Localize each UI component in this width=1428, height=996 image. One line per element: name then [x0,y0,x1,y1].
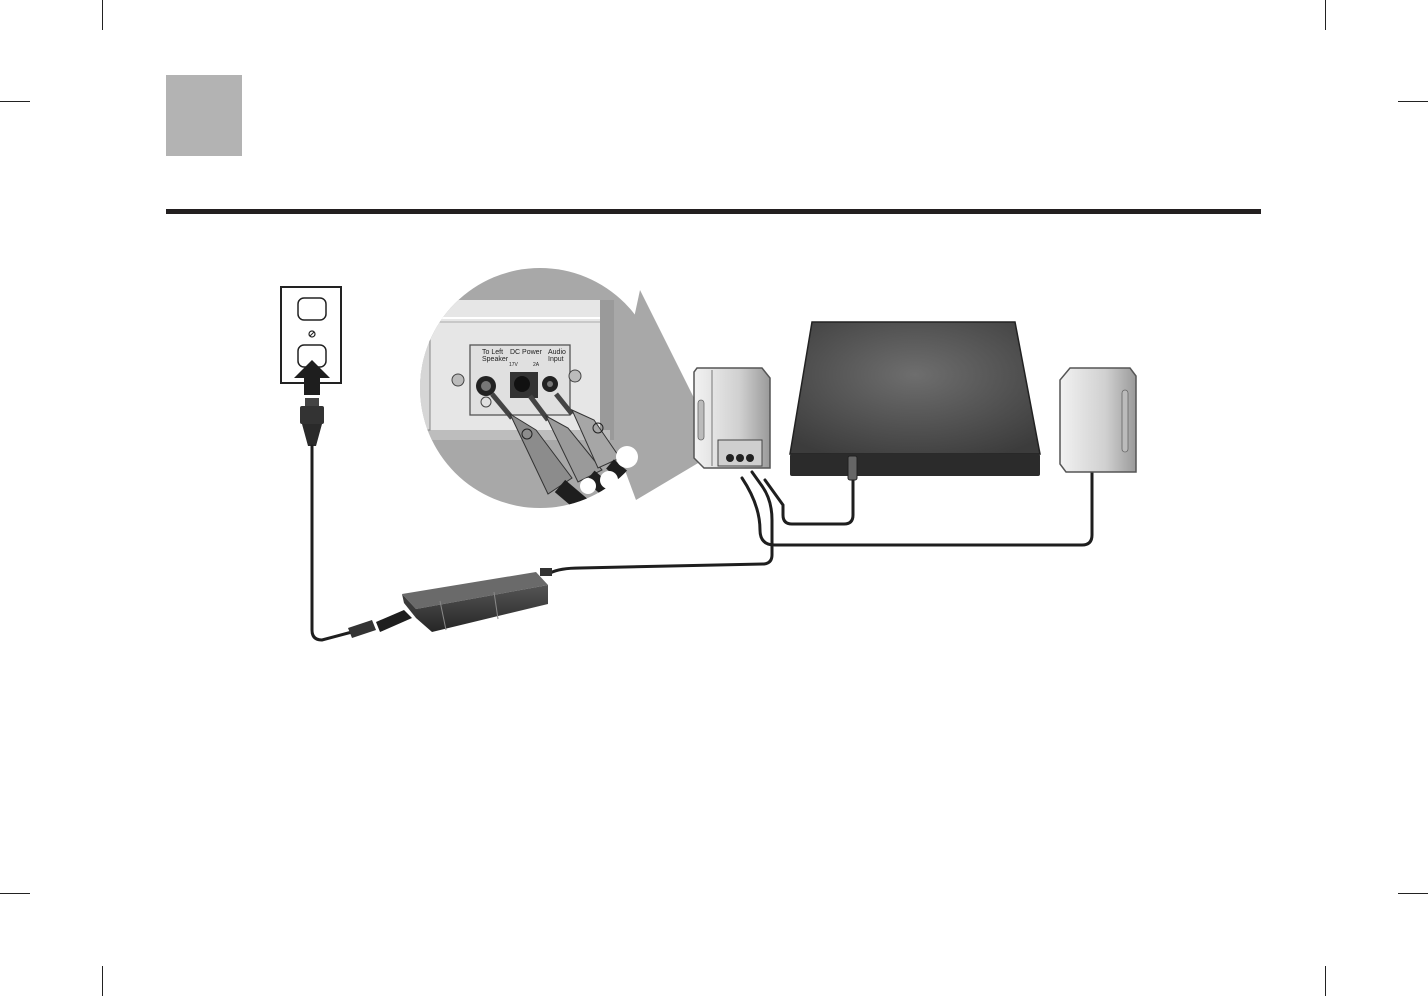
left-speaker [694,368,770,468]
power-adapter [402,568,552,632]
ac-cord [312,446,352,640]
current-label: 2A [533,362,540,368]
callout-dot [600,471,618,489]
audio-cable [765,478,853,524]
right-speaker [1060,368,1136,472]
callout-dot [616,446,638,468]
dc-power-label: DC Power [510,349,543,356]
laptop [790,322,1040,480]
voltage-label: 17V [509,362,519,368]
ac-plug [300,398,324,446]
callout-dot [580,478,596,494]
ac-connector [348,610,412,638]
